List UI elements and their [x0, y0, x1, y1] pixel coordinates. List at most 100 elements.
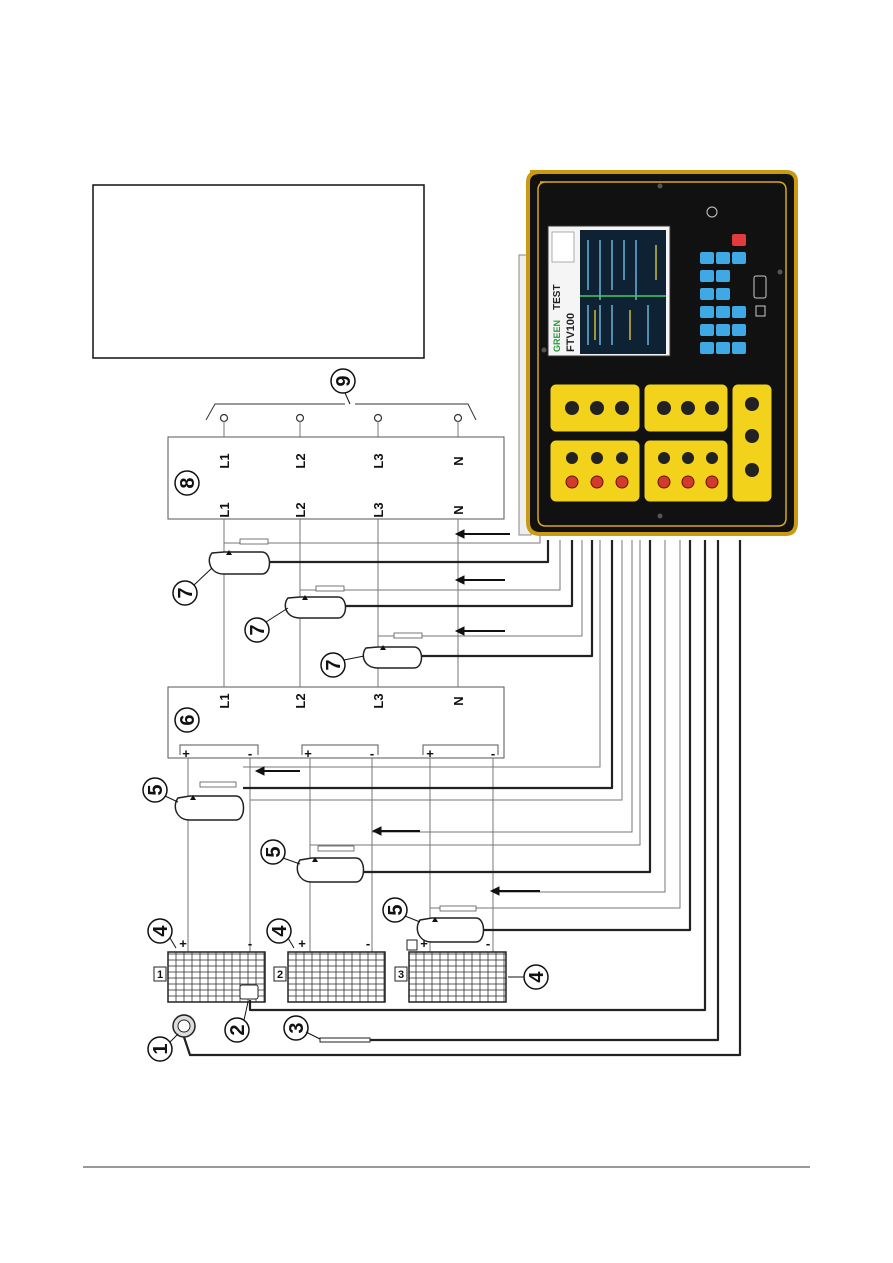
svg-text:2: 2 — [227, 1024, 249, 1035]
callout-8: 8 — [174, 470, 200, 496]
key-9[interactable] — [732, 306, 746, 318]
label-l3-bottom: L3 — [371, 502, 386, 517]
callout-7a: 7 — [172, 567, 213, 606]
usb-port — [755, 305, 766, 317]
key-7[interactable] — [700, 306, 714, 318]
instrument-ftv100: GREEN TEST FTV100 — [518, 170, 798, 536]
bus-labels-lower: L1 L2 L3 N — [217, 693, 466, 708]
bus-box-lower — [167, 686, 505, 759]
label-n-inverter: N — [451, 696, 466, 705]
label-l1-bottom: L1 — [217, 502, 232, 517]
bus-box-upper — [167, 436, 505, 520]
ac-clamp-l1 — [208, 538, 271, 575]
key-3[interactable] — [716, 252, 730, 264]
svg-text:5: 5 — [145, 784, 167, 795]
keypad — [700, 206, 767, 354]
svg-text:7: 7 — [323, 659, 345, 670]
voltage-leads — [224, 530, 681, 909]
svg-text:5: 5 — [385, 904, 407, 915]
svg-text:-: - — [248, 936, 252, 951]
svg-text:+: + — [179, 936, 187, 951]
string-wires — [187, 758, 494, 952]
panel-polarity-labels: + - + - + - — [179, 936, 490, 951]
bus-labels-upper-in: L1 L2 L3 N — [217, 453, 466, 468]
callouts: 1 2 3 4 4 4 4 — [142, 368, 549, 1062]
panel-tag-1: 1 — [157, 969, 163, 981]
ac-clamp-l3 — [362, 632, 423, 669]
svg-text:7: 7 — [247, 624, 269, 635]
label-l1-inverter: L1 — [217, 693, 232, 708]
key-14[interactable] — [716, 342, 730, 354]
rotary-switch[interactable] — [706, 206, 718, 218]
dc-inputs — [179, 744, 499, 755]
svg-text:-: - — [366, 936, 370, 951]
callout-5a: 5 — [142, 777, 179, 803]
empty-text-frame — [92, 184, 425, 359]
key-4[interactable] — [716, 270, 730, 282]
label-l2-bottom: L2 — [293, 502, 308, 517]
callout-2: 2 — [224, 1001, 250, 1043]
key-8[interactable] — [716, 306, 730, 318]
model-name: FTV100 — [565, 313, 577, 352]
dc-polarity-labels: + - + - + - — [182, 746, 495, 761]
svg-text:9: 9 — [333, 375, 355, 386]
pv-panel-3: 3 — [394, 939, 507, 1003]
output-bracket — [205, 403, 477, 421]
bus-lines — [223, 421, 459, 687]
key-5[interactable] — [700, 288, 714, 300]
svg-text:+: + — [420, 936, 428, 951]
svg-text:-: - — [248, 746, 252, 761]
label-n-bottom: N — [451, 505, 466, 514]
output-terminals — [219, 413, 463, 423]
svg-text:8: 8 — [177, 477, 199, 488]
callout-3: 3 — [283, 1015, 321, 1041]
svg-text:-: - — [370, 746, 374, 761]
callout-4a: 4 — [147, 918, 177, 949]
svg-text:+: + — [304, 746, 312, 761]
power-button[interactable] — [732, 234, 746, 246]
callout-4b: 4 — [266, 918, 295, 949]
manufacturer-logo — [551, 231, 575, 263]
label-l1-top: L1 — [217, 453, 232, 468]
svg-text:+: + — [298, 936, 306, 951]
svg-text:-: - — [491, 746, 495, 761]
label-l3-top: L3 — [371, 453, 386, 468]
panel-tag-3: 3 — [398, 969, 404, 981]
dc-clamp-1 — [174, 781, 245, 821]
callout-1: 1 — [147, 1033, 179, 1062]
key-15[interactable] — [732, 342, 746, 354]
svg-text:4: 4 — [150, 925, 172, 937]
key-enter[interactable] — [732, 252, 746, 264]
callout-7c: 7 — [320, 652, 365, 678]
terminal-panels — [549, 383, 773, 503]
brand-test: TEST — [552, 284, 563, 310]
svg-text:3: 3 — [286, 1022, 308, 1033]
svg-text:7: 7 — [175, 587, 197, 598]
key-12[interactable] — [732, 324, 746, 336]
irradiance-sensor — [172, 1014, 196, 1038]
dc-clamp-3 — [416, 905, 485, 943]
callout-4c: 4 — [508, 964, 549, 990]
temperature-probe — [239, 984, 259, 1000]
svg-text:1: 1 — [150, 1043, 172, 1054]
key-1[interactable] — [700, 252, 714, 264]
brand-green: GREEN — [552, 320, 562, 352]
panel-tag-2: 2 — [277, 969, 283, 981]
ac-clamp-l2 — [284, 585, 347, 619]
key-11[interactable] — [716, 324, 730, 336]
callout-7b: 7 — [244, 607, 289, 643]
svg-text:6: 6 — [177, 714, 199, 725]
key-6[interactable] — [716, 288, 730, 300]
bus-labels-upper-out: L1 L2 L3 N — [217, 502, 466, 517]
rs232-port — [753, 275, 767, 299]
key-2[interactable] — [700, 270, 714, 282]
key-13[interactable] — [700, 342, 714, 354]
key-10[interactable] — [700, 324, 714, 336]
svg-text:4: 4 — [526, 971, 548, 983]
callout-5b: 5 — [260, 839, 301, 865]
label-l3-inverter: L3 — [371, 693, 386, 708]
label-l2-top: L2 — [293, 453, 308, 468]
callout-9: 9 — [330, 368, 356, 405]
instrument-display: GREEN TEST FTV100 — [547, 225, 671, 357]
